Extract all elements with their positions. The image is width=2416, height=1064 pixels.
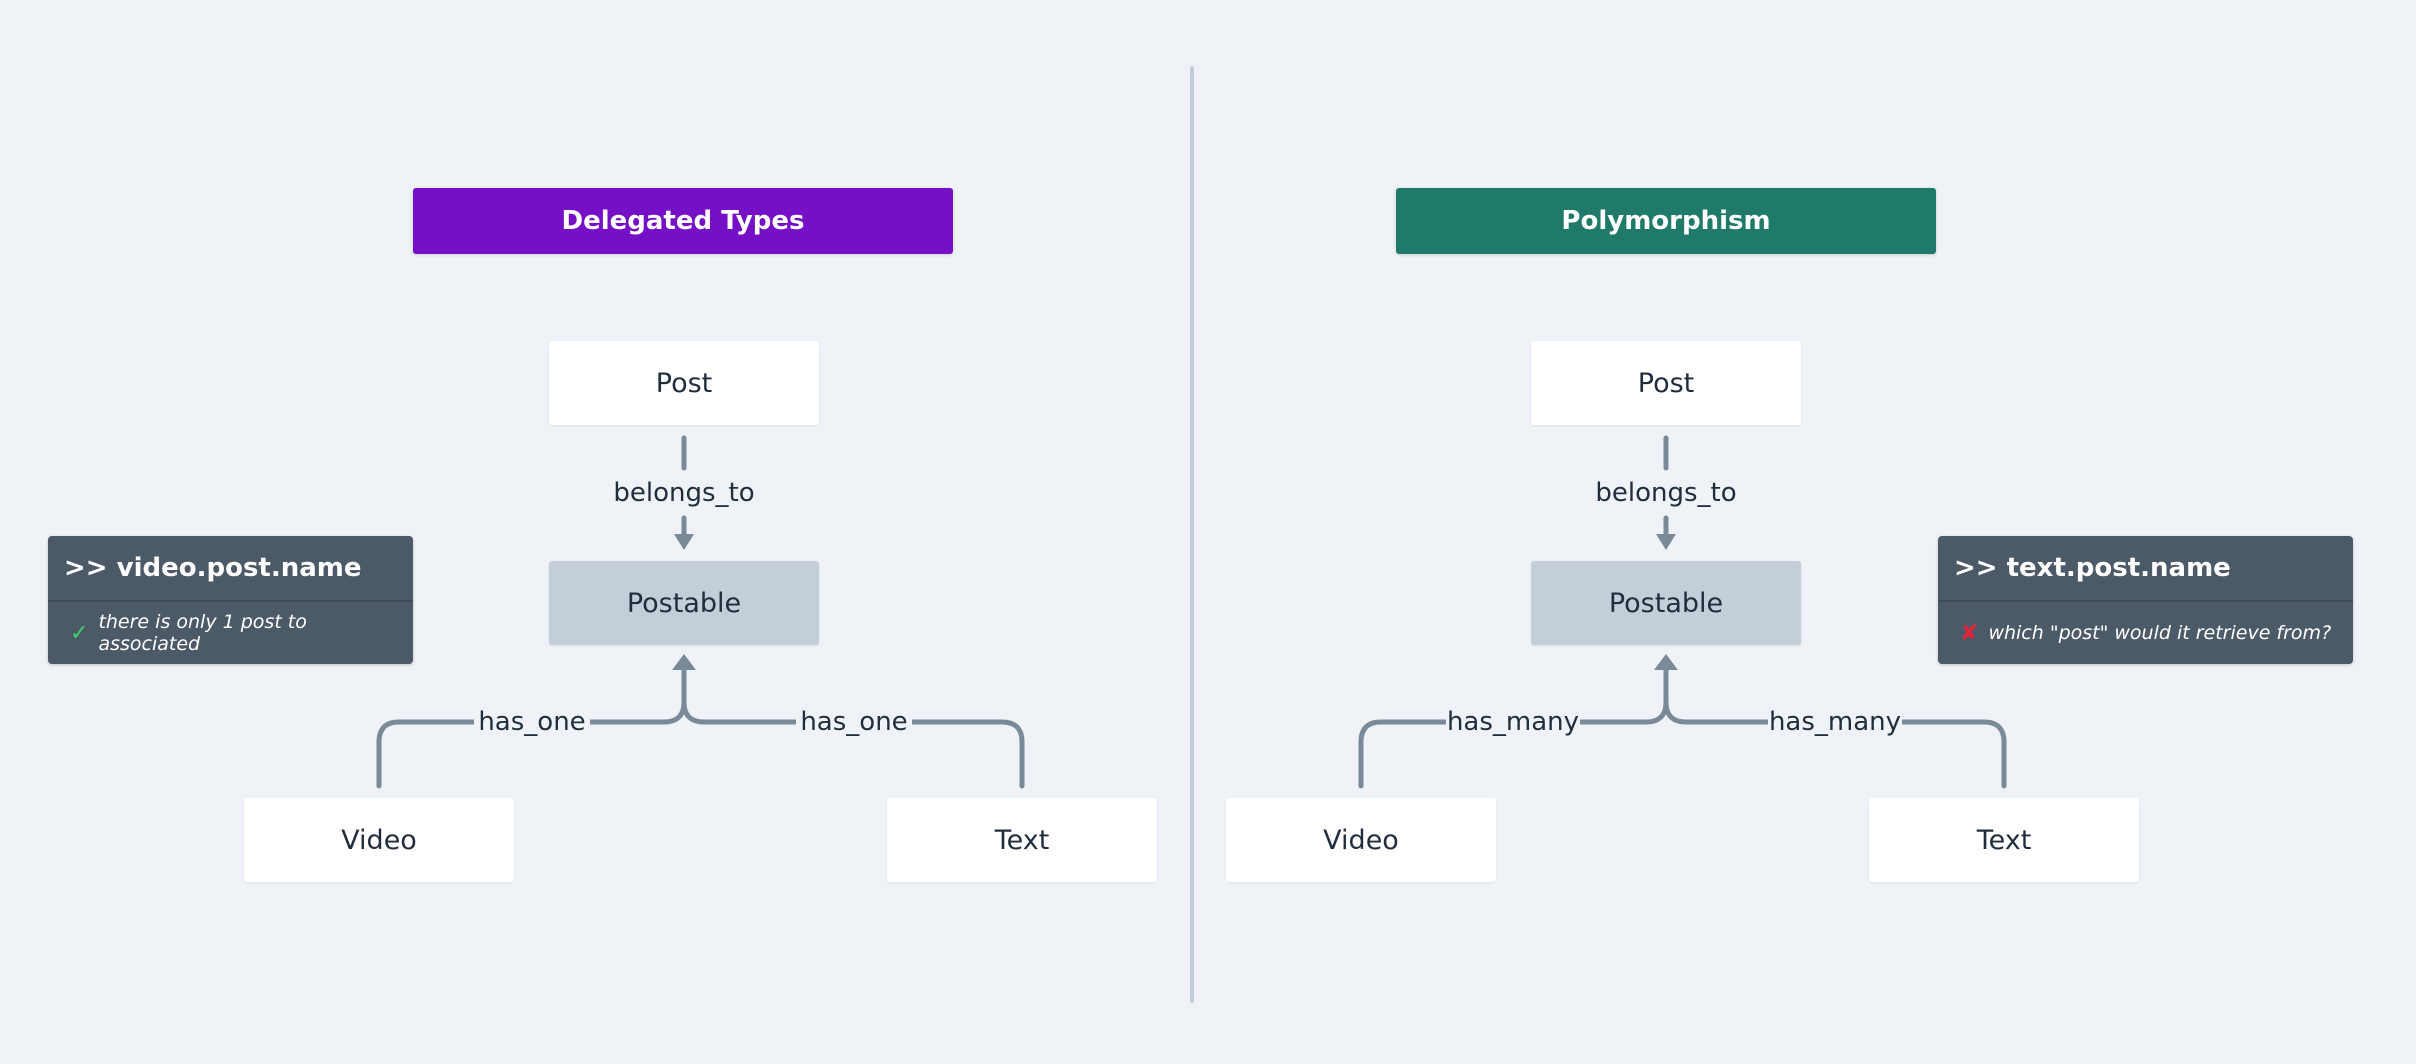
left-text-connector xyxy=(681,661,1025,789)
left-has-one-arrowhead xyxy=(672,654,696,670)
left-has-one-label-left: has_one xyxy=(478,707,585,737)
right-video-node: Video xyxy=(1226,798,1496,882)
cross-icon: ✘ xyxy=(1960,620,1979,646)
right-has-many-arrowhead xyxy=(1654,654,1678,670)
right-title-banner: Polymorphism xyxy=(1396,188,1936,254)
left-note-text: there is only 1 post to associated xyxy=(98,611,307,655)
left-belongs-to-arrowhead xyxy=(674,534,694,550)
right-belongs-to-label: belongs_to xyxy=(1595,478,1736,508)
left-post-node: Post xyxy=(549,341,819,425)
left-text-node: Text xyxy=(887,798,1157,882)
left-note-body: ✓ there is only 1 post to associated xyxy=(48,602,413,664)
right-has-many-label-right: has_many xyxy=(1769,707,1901,737)
center-divider xyxy=(1190,66,1194,1003)
left-postable-node: Postable xyxy=(549,561,819,645)
right-note-text: which "post" would it retrieve from? xyxy=(1988,622,2332,644)
right-note-body: ✘ which "post" would it retrieve from? xyxy=(1938,602,2353,664)
right-note: >> text.post.name ✘ which "post" would i… xyxy=(1938,536,2353,664)
left-has-one-label-right: has_one xyxy=(800,707,907,737)
right-post-node: Post xyxy=(1531,341,1801,425)
left-belongs-to-label: belongs_to xyxy=(613,478,754,508)
right-has-many-label-left: has_many xyxy=(1447,707,1579,737)
left-note: >> video.post.name ✓ there is only 1 pos… xyxy=(48,536,413,664)
right-text-connector xyxy=(1663,661,2007,789)
right-text-node: Text xyxy=(1869,798,2139,882)
check-icon: ✓ xyxy=(70,620,89,646)
left-title-banner: Delegated Types xyxy=(413,188,953,254)
right-note-title: >> text.post.name xyxy=(1938,536,2353,602)
left-video-connector xyxy=(376,661,687,789)
right-belongs-to-arrowhead xyxy=(1656,534,1676,550)
right-postable-node: Postable xyxy=(1531,561,1801,645)
right-video-connector xyxy=(1358,661,1669,789)
left-video-node: Video xyxy=(244,798,514,882)
left-note-title: >> video.post.name xyxy=(48,536,413,602)
